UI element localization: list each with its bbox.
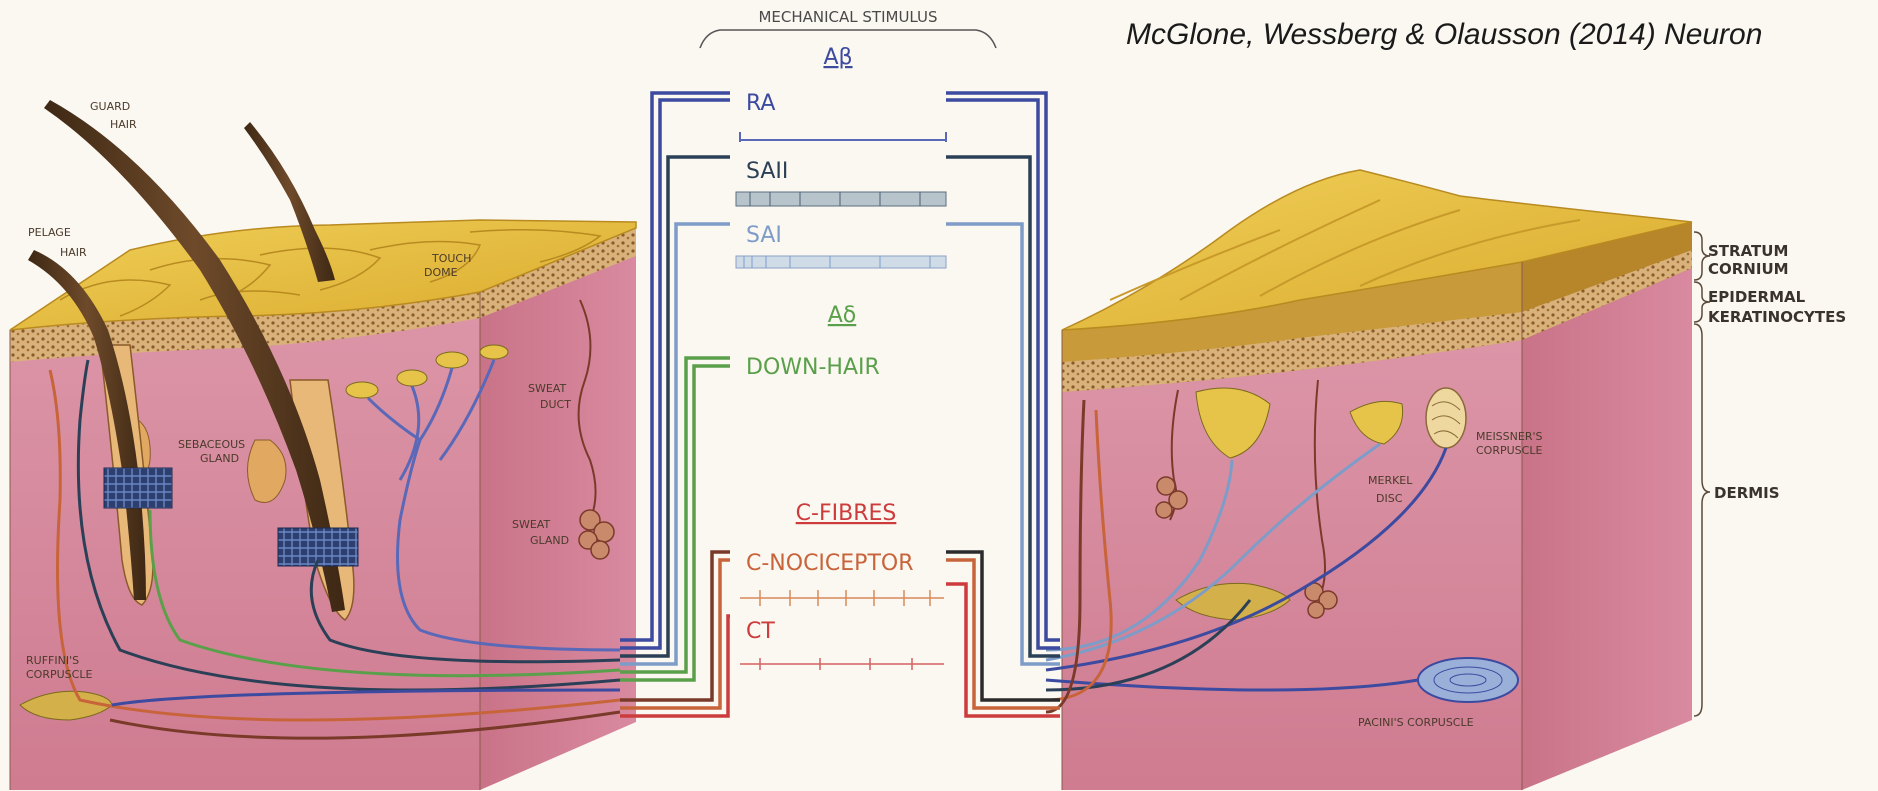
stratum-corneum-label-2: CORNIUM [1708, 260, 1789, 278]
sebaceous-gland-label-1: SEBACEOUS [178, 438, 245, 451]
merkel-label-2: DISC [1376, 492, 1403, 505]
adelta-label: Aδ [828, 303, 857, 328]
touch-dome-label-2: DOME [424, 266, 458, 279]
touch-dome-label-1: TOUCH [431, 252, 471, 265]
saii-label: SAII [746, 159, 788, 184]
lanceolate-ending-pelage [104, 468, 172, 508]
ruffini-label-1: RUFFINI'S [26, 654, 79, 667]
meissner-label-1: MEISSNER'S [1476, 430, 1542, 443]
epidermal-label-2: KERATINOCYTES [1708, 308, 1846, 326]
fiber-bundle-right [946, 93, 1060, 716]
sweat-duct-label-2: DUCT [540, 398, 571, 411]
sai-firing-trace [736, 256, 946, 268]
ra-firing-trace [740, 132, 946, 142]
pacini-label: PACINI'S CORPUSCLE [1358, 716, 1474, 729]
ruffini-label-2: CORPUSCLE [26, 668, 92, 681]
fiber-bundle-left [620, 93, 730, 716]
sebaceous-gland-label-2: GLAND [200, 452, 239, 465]
pacinian-corpuscle [1418, 658, 1518, 702]
guard-hair-label-2: HAIR [110, 118, 137, 131]
dermis-label: DERMIS [1714, 484, 1780, 502]
guard-hair-label-1: GUARD [90, 100, 130, 113]
epidermal-label-1: EPIDERMAL [1708, 288, 1806, 306]
pelage-hair-label-2: HAIR [60, 246, 87, 259]
meissner-label-2: CORPUSCLE [1476, 444, 1542, 457]
meissner-corpuscle [1426, 388, 1466, 448]
hairy-skin-block: GUARD HAIR PELAGE HAIR TOUCH DOME SEBACE… [10, 100, 636, 790]
sweat-gland-label-1: SWEAT [512, 518, 550, 531]
stratum-corneum-label-1: STRATUM [1708, 242, 1788, 260]
sweat-gland-label-2: GLAND [530, 534, 569, 547]
pelage-hair-label-1: PELAGE [28, 226, 71, 239]
ct-label: CT [746, 619, 775, 644]
cfibres-label: C-FIBRES [796, 501, 897, 526]
sai-label: SAI [746, 223, 782, 248]
c-nociceptor-firing-trace [740, 590, 944, 606]
ct-firing-trace [740, 658, 944, 670]
sweat-duct-label-1: SWEAT [528, 382, 566, 395]
down-hair-label: DOWN-HAIR [746, 355, 880, 380]
abeta-label: Aβ [823, 45, 852, 70]
c-nociceptor-label: C-NOCICEPTOR [746, 551, 914, 576]
ra-label: RA [746, 91, 775, 116]
citation: McGlone, Wessberg & Olausson (2014) Neur… [1126, 18, 1762, 52]
stimulus-title: MECHANICAL STIMULUS [758, 8, 937, 26]
glabrous-skin-block: MEISSNER'S CORPUSCLE MERKEL DISC PACINI'… [1046, 170, 1692, 790]
merkel-label-1: MERKEL [1368, 474, 1413, 487]
saii-firing-trace [736, 192, 946, 206]
